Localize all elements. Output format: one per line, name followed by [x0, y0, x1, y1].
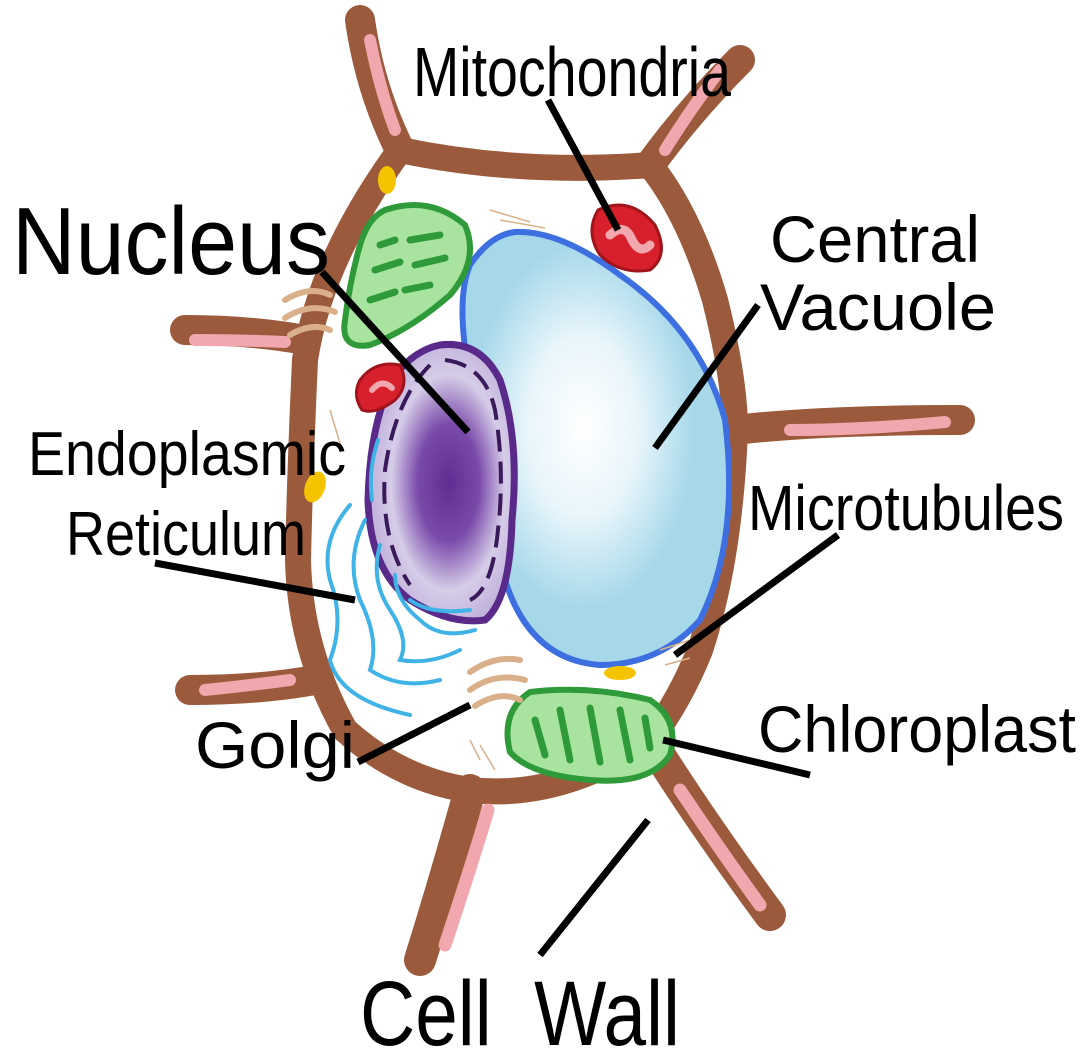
label-mitochondria: Mitochondria: [413, 33, 731, 111]
label-nucleus: Nucleus: [12, 188, 330, 295]
label-chloroplast: Chloroplast: [758, 692, 1076, 766]
label-cell-wall: Cell Wall: [360, 963, 680, 1056]
label-central-vacuole-line2: Vacuole: [760, 270, 996, 344]
label-golgi: Golgi: [195, 708, 355, 782]
label-endoplasmic-reticulum-line2: Reticulum: [66, 500, 306, 569]
label-central-vacuole-line1: Central: [770, 202, 980, 276]
label-microtubules: Microtubules: [748, 472, 1064, 544]
label-endoplasmic-reticulum-line1: Endoplasmic: [28, 420, 346, 489]
pointer-cell-wall: [540, 820, 648, 955]
